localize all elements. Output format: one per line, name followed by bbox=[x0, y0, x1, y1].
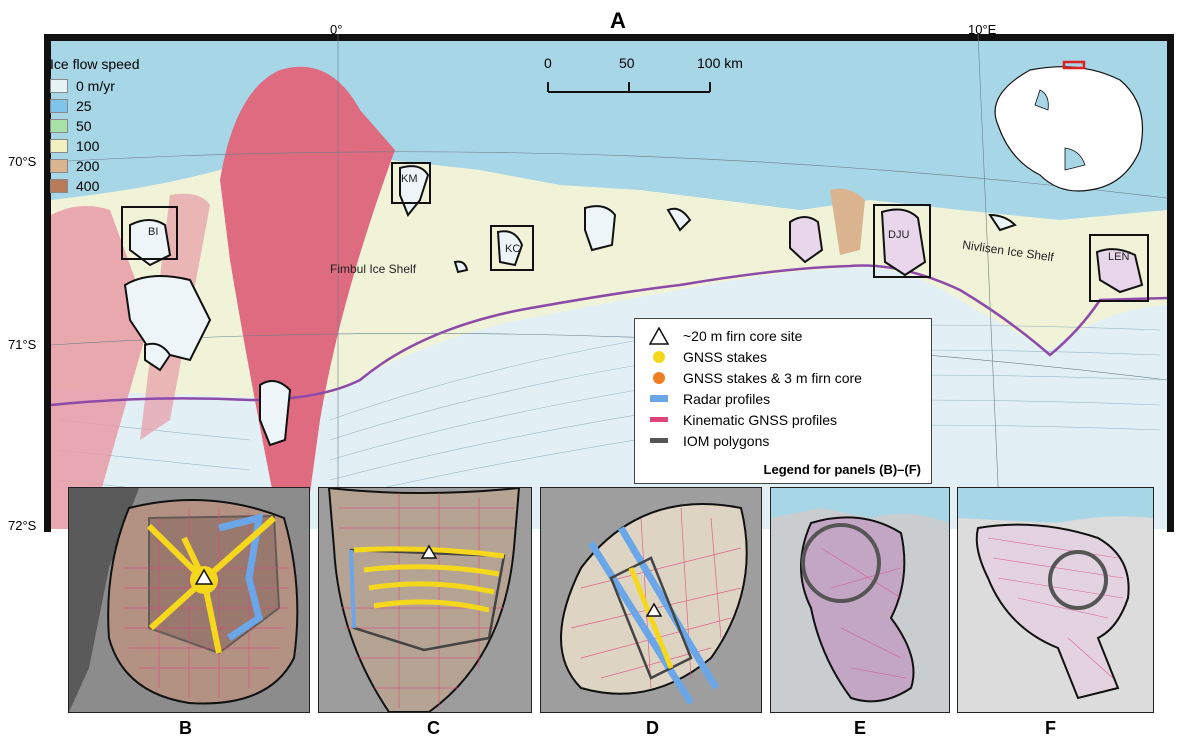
scale-bar bbox=[547, 82, 711, 93]
graticule bbox=[50, 33, 1168, 530]
site-label-dju: DJU bbox=[888, 229, 910, 241]
map-frame-top bbox=[44, 34, 1174, 41]
panel-letter-d: D bbox=[646, 718, 659, 738]
legend-label-gnss-stakes: GNSS stakes bbox=[683, 349, 768, 365]
speed-swatch bbox=[50, 159, 68, 173]
longitude-label-10e: 10°E bbox=[968, 22, 997, 37]
panel-c-map bbox=[327, 488, 521, 712]
site-box-km bbox=[391, 162, 431, 204]
speed-legend-row: 25 bbox=[50, 96, 160, 116]
site-box-bi bbox=[121, 206, 178, 260]
panel-f-map bbox=[958, 488, 1153, 700]
map-frame-left bbox=[44, 34, 51, 532]
site-label-kc: KC bbox=[505, 243, 521, 255]
speed-legend-row: 0 m/yr bbox=[50, 76, 160, 96]
panel-letter-f: F bbox=[1045, 718, 1056, 738]
legend-label-radar: Radar profiles bbox=[683, 391, 771, 407]
orange-stream bbox=[830, 188, 865, 255]
speed-swatch bbox=[50, 99, 68, 113]
panel-b-map bbox=[69, 488, 299, 712]
site-label-len: LEN bbox=[1108, 251, 1130, 263]
speed-legend-row: 50 bbox=[50, 116, 160, 136]
speed-legend-row: 200 bbox=[50, 156, 160, 176]
panel-e-map bbox=[771, 488, 949, 703]
site-box-kc bbox=[490, 225, 534, 271]
inset-study-region bbox=[1062, 60, 1086, 70]
gray-line-icon bbox=[650, 438, 668, 443]
map-frame-right bbox=[1167, 34, 1174, 532]
scale-label-0: 0 bbox=[544, 55, 552, 71]
detail-panel-e bbox=[770, 487, 950, 713]
ross-ice-shelf bbox=[1064, 147, 1086, 171]
speed-legend-label: 200 bbox=[76, 158, 100, 174]
latitude-label-72s: 72°S bbox=[8, 518, 37, 533]
antarctica-inset bbox=[994, 60, 1143, 192]
detail-panel-c bbox=[318, 487, 532, 713]
speed-legend-row: 400 bbox=[50, 176, 160, 196]
symbol-legend-title: Legend for panels (B)–(F) bbox=[763, 462, 921, 477]
triangle-icon bbox=[649, 327, 669, 345]
site-box-len bbox=[1089, 234, 1149, 302]
orange-dot-icon bbox=[653, 372, 665, 384]
panel-a-label: A bbox=[610, 8, 626, 33]
antarctica-outline bbox=[994, 66, 1143, 192]
study-site-boxes bbox=[121, 162, 1149, 302]
speed-swatch bbox=[50, 139, 68, 153]
ice-rises-pink bbox=[789, 208, 1144, 294]
site-label-bi: BI bbox=[148, 226, 159, 238]
speed-legend-label: 0 m/yr bbox=[76, 78, 115, 94]
detail-panel-b bbox=[68, 487, 310, 713]
detail-panel-d bbox=[540, 487, 762, 713]
panel-letter-e: E bbox=[854, 718, 867, 738]
speed-swatch bbox=[50, 179, 68, 193]
speed-legend-label: 25 bbox=[76, 98, 92, 114]
longitude-label-0: 0° bbox=[330, 22, 343, 37]
panel-letter-b: B bbox=[179, 718, 192, 738]
speed-legend-label: 100 bbox=[76, 138, 100, 154]
fimbul-ice-shelf-label: Fimbul Ice Shelf bbox=[330, 262, 417, 276]
ronne-ice-shelf bbox=[1034, 89, 1049, 111]
legend-label-gnss-firn: GNSS stakes & 3 m firn core bbox=[683, 370, 862, 386]
site-box-dju bbox=[873, 204, 931, 278]
site-label-km: KM bbox=[401, 173, 418, 185]
speed-legend-label: 400 bbox=[76, 178, 100, 194]
speed-legend-row: 100 bbox=[50, 136, 160, 156]
legend-label-iom: IOM polygons bbox=[683, 433, 770, 449]
legend-label-kinematic: Kinematic GNSS profiles bbox=[683, 412, 838, 428]
speed-legend-label: 50 bbox=[76, 118, 92, 134]
speed-swatch bbox=[50, 79, 68, 93]
speed-legend-title: Ice flow speed bbox=[50, 56, 140, 72]
legend-label-firn-core: ~20 m firn core site bbox=[683, 328, 803, 344]
symbol-legend: ~20 m firn core site GNSS stakes GNSS st… bbox=[634, 318, 932, 484]
scale-label-100: 100 km bbox=[697, 55, 743, 71]
latitude-label-70s: 70°S bbox=[8, 154, 37, 169]
blue-line-icon bbox=[650, 395, 668, 402]
scale-label-50: 50 bbox=[619, 55, 635, 71]
speed-swatch bbox=[50, 119, 68, 133]
ice-flow-speed-legend: Ice flow speed 0 m/yr 25 50 100 200 400 bbox=[50, 56, 160, 196]
detail-panel-f bbox=[957, 487, 1154, 713]
latitude-label-71s: 71°S bbox=[8, 337, 37, 352]
ice-rises bbox=[123, 165, 1017, 447]
yellow-dot-icon bbox=[653, 351, 665, 363]
panel-letter-c: C bbox=[427, 718, 440, 738]
panel-d-map bbox=[560, 503, 748, 705]
pink-line-icon bbox=[650, 417, 668, 422]
